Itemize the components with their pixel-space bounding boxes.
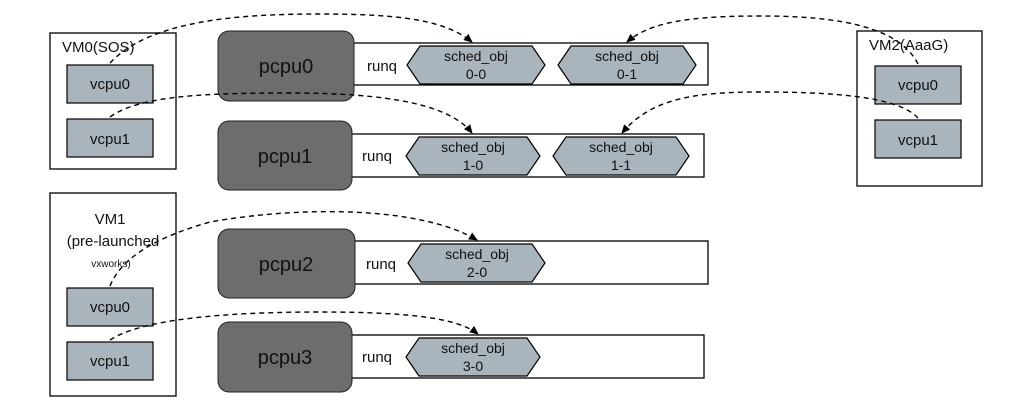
vm1-vcpu0-label: vcpu0 [90,299,130,316]
vm1-title-line3: vxworks) [91,259,130,270]
arrow-vm1-vcpu1-to-sched-3-0 [109,311,479,341]
pcpu0-row: pcpu0 runq sched_obj 0-0 sched_obj 0-1 [217,30,709,102]
pcpu3-label: pcpu3 [258,347,313,369]
vm0-box: VM0(SOS) vcpu0 vcpu1 [49,32,177,170]
svg-text:0-1: 0-1 [617,66,637,82]
svg-text:3-0: 3-0 [463,358,483,374]
pcpu1-row: pcpu1 runq sched_obj 1-0 sched_obj 1-1 [217,120,705,191]
pcpu0-label: pcpu0 [259,56,314,78]
svg-text:sched_obj: sched_obj [444,48,508,64]
vm1-vcpu1: vcpu1 [66,341,154,381]
sched-obj-0-0: sched_obj 0-0 [406,45,546,85]
vm2-vcpu0-label: vcpu0 [898,77,938,94]
svg-text:sched_obj: sched_obj [441,139,505,155]
vm0-vcpu0-label: vcpu0 [90,76,130,93]
pcpu1-runq-label: runq [362,148,392,165]
arrow-vm1-vcpu0-to-sched-2-0 [109,210,478,287]
vm1-box: VM1 (pre-launched vxworks) vcpu0 vcpu1 [49,192,177,397]
arrow-vm2-vcpu0-to-sched-0-1 [626,15,919,65]
vm0-vcpu0: vcpu0 [66,64,154,104]
vm1-vcpu1-label: vcpu1 [90,353,130,370]
sched-obj-1-0: sched_obj 1-0 [405,136,541,176]
vm2-vcpu1: vcpu1 [874,119,962,159]
vm1-title-line1: VM1 [95,211,126,228]
vm0-vcpu1: vcpu1 [66,118,154,158]
sched-obj-3-0: sched_obj 3-0 [405,337,541,377]
vm2-title: VM2(AaaG) [869,37,948,54]
vm1-vcpu0: vcpu0 [66,287,154,327]
pcpu1-label: pcpu1 [258,146,313,168]
sched-obj-2-0: sched_obj 2-0 [407,243,546,283]
arrow-vm0-vcpu1-to-sched-1-0 [109,92,473,134]
pcpu0-runq-label: runq [367,58,397,75]
svg-text:1-0: 1-0 [463,157,483,173]
svg-text:1-1: 1-1 [611,157,631,173]
svg-text:2-0: 2-0 [467,264,487,280]
pcpu2-row: pcpu2 runq sched_obj 2-0 [217,228,709,299]
vm2-box: VM2(AaaG) vcpu0 vcpu1 [856,30,983,187]
pcpu2-runq-label: runq [366,256,396,273]
svg-text:0-0: 0-0 [466,66,486,82]
vm2-vcpu1-label: vcpu1 [898,132,938,149]
vm0-title: VM0(SOS) [62,39,135,56]
pcpu2-label: pcpu2 [259,254,314,276]
pcpu3-row: pcpu3 runq sched_obj 3-0 [217,321,705,393]
svg-text:sched_obj: sched_obj [595,48,659,64]
vm2-vcpu0: vcpu0 [874,65,962,105]
vm1-title-line2: (pre-launched [67,233,160,250]
vm0-vcpu1-label: vcpu1 [90,131,130,148]
sched-obj-1-1: sched_obj 1-1 [552,136,690,176]
sched-obj-0-1: sched_obj 0-1 [557,45,697,85]
vcpu-to-sched-arrows [109,13,919,341]
pcpu3-runq-label: runq [362,349,392,366]
svg-text:sched_obj: sched_obj [589,139,653,155]
svg-text:sched_obj: sched_obj [441,340,505,356]
arrow-vm2-vcpu1-to-sched-1-1 [621,91,919,134]
svg-text:sched_obj: sched_obj [445,246,509,262]
